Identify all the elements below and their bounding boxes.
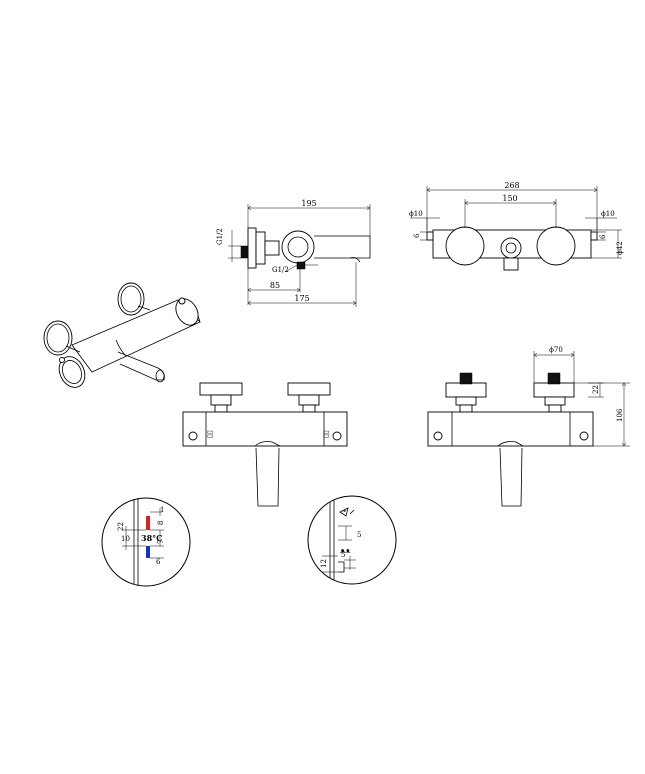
dim-detail-7: 7 — [157, 540, 165, 544]
dim-106: 106 — [616, 408, 624, 422]
perspective-view — [43, 282, 201, 388]
dim-195: 195 — [301, 199, 316, 208]
dim-22: 22 — [592, 385, 600, 394]
dim-flow-12: 12 — [320, 559, 328, 568]
dim-phi10-left: ϕ10 — [409, 210, 423, 218]
dim-detail-22: 22 — [117, 522, 125, 531]
dim-phi42: ϕ42 — [616, 241, 624, 255]
dim-detail-8: 8 — [157, 521, 165, 525]
dim-6-left: 6 — [413, 233, 421, 238]
dim-85: 85 — [270, 281, 280, 290]
dim-phi70: ϕ70 — [549, 346, 563, 354]
cold-indicator — [146, 546, 150, 558]
dim-175: 175 — [294, 294, 309, 303]
hot-indicator — [146, 516, 150, 530]
dim-flow-5-top: 5 — [357, 531, 361, 539]
detail-temperature: 1 8 38°C 7 6 10 22 — [101, 497, 191, 587]
svg-text:⌁: ⌁ — [340, 507, 349, 515]
top-view: 268 150 ϕ10 ϕ10 6 6 ϕ42 — [409, 181, 624, 271]
side-view: 195 G1/2 G1/2 85 175 — [216, 199, 371, 307]
dim-150: 150 — [502, 194, 517, 203]
dim-detail-10: 10 — [121, 535, 130, 543]
svg-text:ᴥᴥ: ᴥᴥ — [340, 547, 350, 555]
dim-g12-vertical: G1/2 — [216, 228, 224, 245]
front-view-left: ▯▯ ▯▯ — [182, 382, 348, 507]
dim-6-right: 6 — [599, 234, 607, 239]
dim-detail-6: 6 — [156, 558, 161, 566]
detail-flow: ⌁ 5 ᴥᴥ 5 12 — [307, 495, 397, 585]
svg-text:▯▯: ▯▯ — [322, 430, 330, 438]
temperature-label: 38°C — [141, 533, 163, 543]
dim-detail-1: 1 — [160, 506, 164, 514]
dim-flow-5-bottom: 5 — [341, 551, 345, 559]
dim-268: 268 — [504, 181, 519, 190]
svg-text:▯▯: ▯▯ — [206, 430, 214, 438]
front-view-right: ϕ70 106 22 — [427, 346, 630, 507]
dim-phi10-right: ϕ10 — [601, 210, 615, 218]
dim-g12-horizontal: G1/2 — [272, 266, 289, 274]
